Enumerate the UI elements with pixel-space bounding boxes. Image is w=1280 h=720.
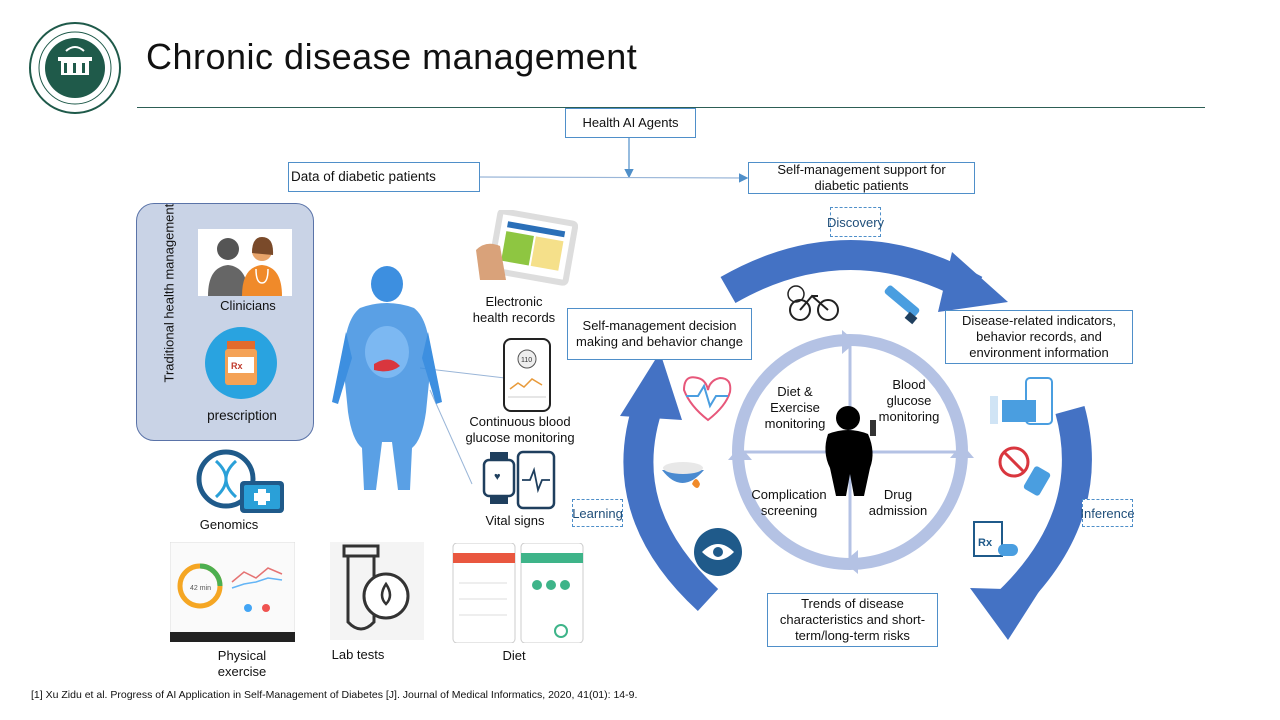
quadrant-diet-exercise: Diet & Exercise monitoring bbox=[764, 384, 826, 431]
trends-box: Trends of disease characteristics and sh… bbox=[767, 593, 938, 647]
inference-tag: Inference bbox=[1080, 499, 1135, 527]
self-management-cycle: Rx bbox=[620, 240, 1092, 640]
cgm-label: Continuous blood glucose monitoring bbox=[465, 414, 575, 445]
decision-box: Self-management decision making and beha… bbox=[567, 308, 752, 360]
indicators-box: Disease-related indicators, behavior rec… bbox=[945, 310, 1133, 364]
lab-tests-icon bbox=[330, 542, 424, 640]
diet-label: Diet bbox=[502, 648, 526, 663]
svg-text:110: 110 bbox=[521, 357, 532, 364]
quadrant-blood-glucose: Blood glucose monitoring bbox=[878, 377, 940, 424]
svg-text:Rx: Rx bbox=[978, 537, 993, 549]
insulin-pen-icon bbox=[884, 285, 920, 325]
ehr-label: Electronic health records bbox=[472, 294, 556, 325]
clinicians-icon bbox=[198, 229, 292, 296]
discovery-arc bbox=[720, 240, 983, 304]
genomics-icon bbox=[196, 449, 284, 513]
institution-logo bbox=[29, 22, 121, 114]
no-sugar-icon bbox=[998, 446, 1051, 496]
diet-app-screenshot bbox=[452, 543, 584, 643]
genomics-label: Genomics bbox=[199, 517, 259, 532]
data-box: Data of diabetic patients bbox=[288, 162, 480, 192]
traditional-label: Traditional health management bbox=[161, 203, 177, 383]
physical-exercise-label: Physical exercise bbox=[217, 648, 267, 679]
monitor-device-icon bbox=[990, 377, 1053, 425]
vital-signs-label: Vital signs bbox=[485, 513, 545, 528]
prescription-icon: Rx bbox=[205, 327, 277, 399]
food-bowl-icon bbox=[662, 462, 704, 488]
ehr-tablet-icon bbox=[476, 210, 578, 286]
support-box: Self-management support for diabetic pat… bbox=[748, 162, 975, 194]
clinicians-label: Clinicians bbox=[220, 298, 276, 313]
inference-arc bbox=[989, 406, 1092, 622]
quadrant-complication: Complication screening bbox=[751, 487, 827, 518]
health-ai-agents-box: Health AI Agents bbox=[565, 108, 696, 138]
svg-text:Rx: Rx bbox=[231, 361, 243, 371]
bicycle-icon bbox=[787, 285, 839, 321]
heart-rate-icon bbox=[682, 376, 732, 422]
human-body-icon bbox=[332, 266, 442, 490]
svg-text:42 min: 42 min bbox=[190, 585, 211, 592]
physical-exercise-screenshot: 42 min bbox=[170, 542, 295, 642]
reference-footnote: [1] Xu Zidu et al. Progress of AI Applic… bbox=[31, 689, 638, 701]
cgm-phone-icon: 110 bbox=[503, 338, 551, 412]
learning-arc bbox=[623, 394, 719, 612]
prescription-label: prescription bbox=[207, 408, 277, 423]
svg-text:♥: ♥ bbox=[494, 471, 501, 483]
page-title: Chronic disease management bbox=[146, 36, 638, 77]
learning-tag: Learning bbox=[572, 499, 623, 527]
eye-icon bbox=[694, 528, 742, 576]
discovery-tag: Discovery bbox=[827, 207, 884, 237]
rx-document-icon: Rx bbox=[973, 521, 1018, 557]
lab-tests-label: Lab tests bbox=[331, 647, 385, 662]
quadrant-drug: Drug admission bbox=[868, 487, 928, 518]
vital-signs-icon: ♥ bbox=[482, 450, 556, 510]
title-divider bbox=[137, 107, 1205, 108]
data-to-support-arrow bbox=[479, 173, 749, 183]
